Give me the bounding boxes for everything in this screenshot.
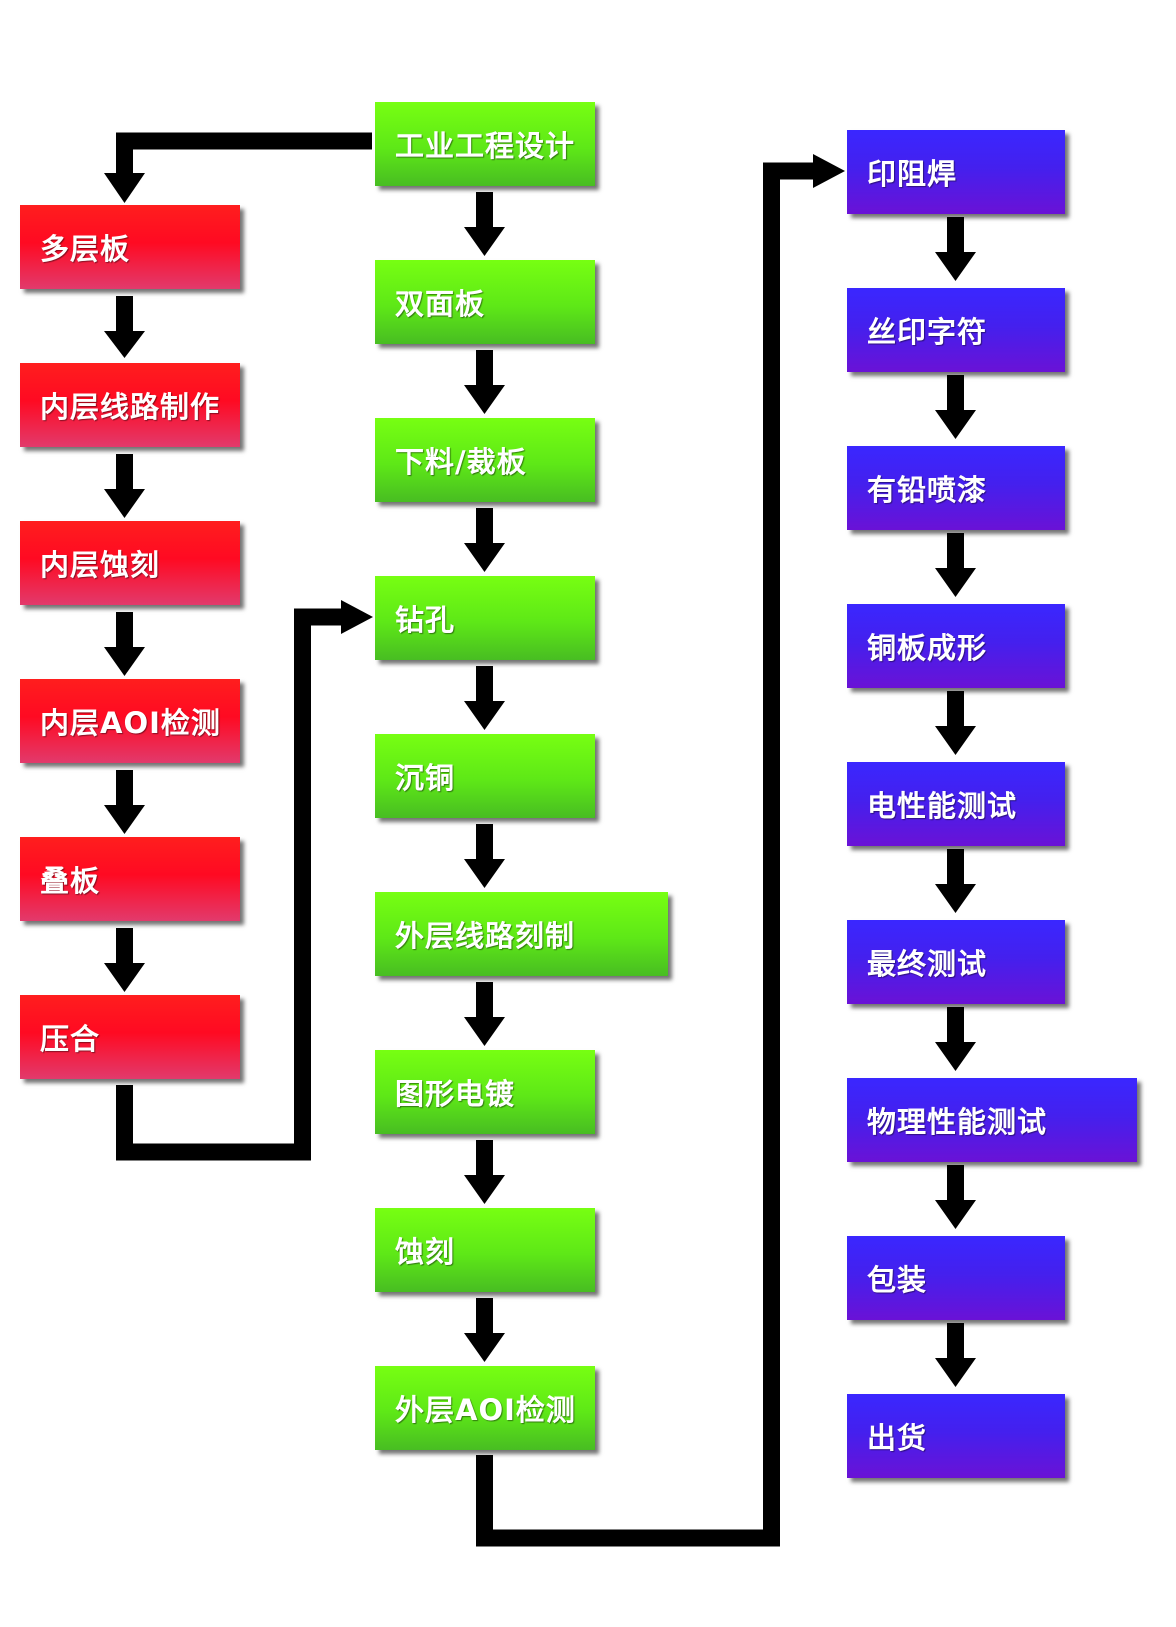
step-lamination: 压合 <box>20 995 240 1079</box>
arrow-green-2 <box>464 350 505 414</box>
step-multilayer-board: 多层板 <box>20 205 240 289</box>
arrow-green-8 <box>464 1298 505 1362</box>
arrow-red-1 <box>104 296 145 358</box>
arrow-red-4 <box>104 770 145 834</box>
step-board-forming: 铜板成形 <box>847 604 1065 688</box>
connector-design-to-multilayer <box>104 132 372 203</box>
arrow-blue-6 <box>935 1007 976 1071</box>
step-electrical-test: 电性能测试 <box>847 762 1065 846</box>
step-physical-test: 物理性能测试 <box>847 1078 1137 1162</box>
arrow-blue-7 <box>935 1165 976 1229</box>
step-pattern-plating: 图形电镀 <box>375 1050 595 1134</box>
connector-press-to-drill <box>116 600 373 1161</box>
step-inner-layer-circuit: 内层线路制作 <box>20 363 240 447</box>
step-leaded-spray: 有铅喷漆 <box>847 446 1065 530</box>
connector-aoi-to-soldermask <box>476 154 845 1547</box>
arrow-green-6 <box>464 982 505 1046</box>
step-silkscreen-legend: 丝印字符 <box>847 288 1065 372</box>
arrow-blue-3 <box>935 533 976 597</box>
step-copper-deposition: 沉铜 <box>375 734 595 818</box>
step-outer-layer-aoi: 外层AOI检测 <box>375 1366 595 1450</box>
arrow-blue-4 <box>935 691 976 755</box>
arrow-blue-5 <box>935 849 976 913</box>
arrow-green-7 <box>464 1140 505 1204</box>
arrow-blue-1 <box>935 217 976 281</box>
arrow-blue-2 <box>935 375 976 439</box>
step-material-cutting: 下料/裁板 <box>375 418 595 502</box>
arrow-red-5 <box>104 928 145 992</box>
step-etching: 蚀刻 <box>375 1208 595 1292</box>
arrow-blue-8 <box>935 1323 976 1387</box>
step-industrial-engineering-design: 工业工程设计 <box>375 102 595 186</box>
step-packaging: 包装 <box>847 1236 1065 1320</box>
arrow-green-1 <box>464 192 505 256</box>
step-inner-layer-etching: 内层蚀刻 <box>20 521 240 605</box>
arrow-green-5 <box>464 824 505 888</box>
step-inner-layer-aoi: 内层AOI检测 <box>20 679 240 763</box>
arrow-green-4 <box>464 666 505 730</box>
step-double-sided-board: 双面板 <box>375 260 595 344</box>
arrow-red-2 <box>104 454 145 518</box>
arrow-green-3 <box>464 508 505 572</box>
step-outer-layer-circuit: 外层线路刻制 <box>375 892 668 976</box>
step-layup: 叠板 <box>20 837 240 921</box>
step-shipping: 出货 <box>847 1394 1065 1478</box>
arrow-red-3 <box>104 612 145 676</box>
step-drilling: 钻孔 <box>375 576 595 660</box>
step-solder-mask: 印阻焊 <box>847 130 1065 214</box>
step-final-test: 最终测试 <box>847 920 1065 1004</box>
